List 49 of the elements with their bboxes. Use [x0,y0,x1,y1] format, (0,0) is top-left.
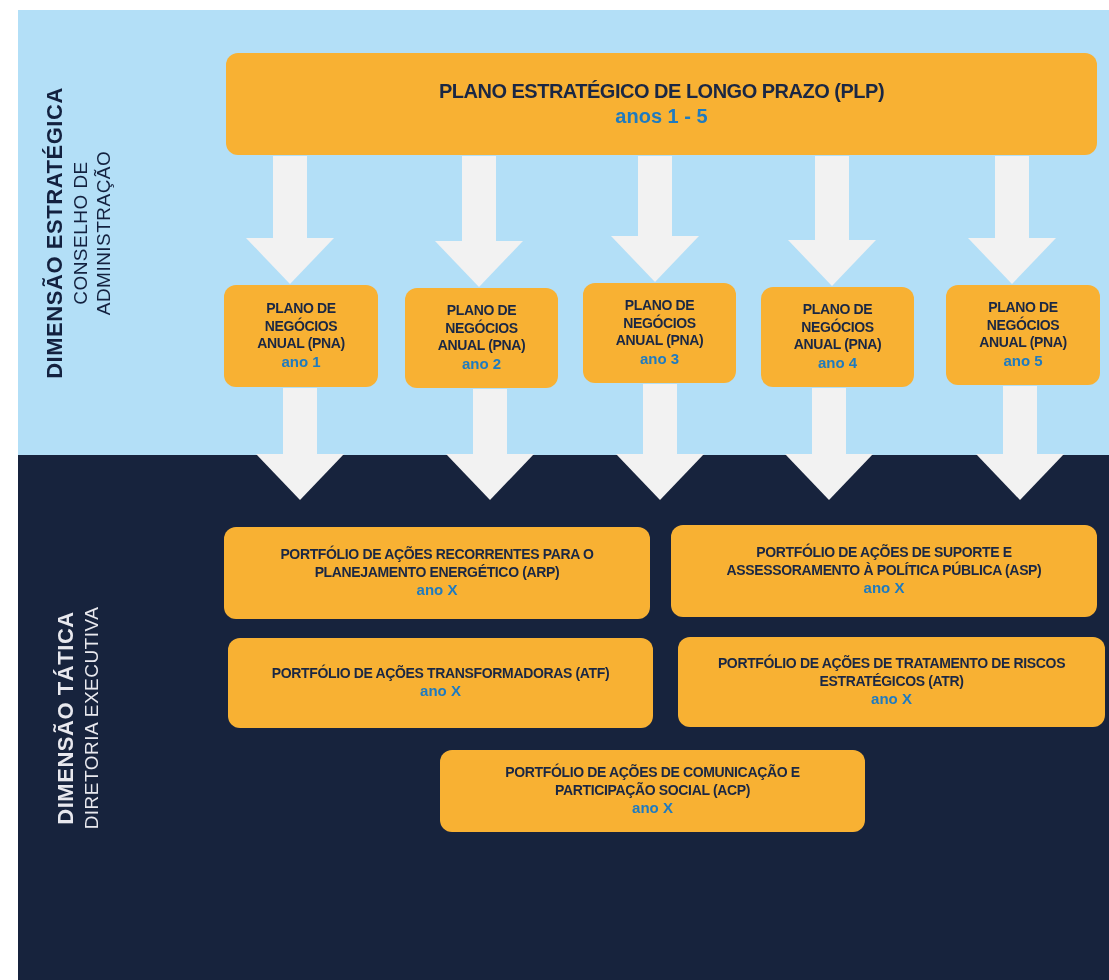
band-background [18,10,1109,455]
year-label: ano 4 [817,353,858,373]
year-label: ano 1 [281,352,321,372]
year-label: ano 5 [1003,351,1043,371]
box-title: PORTFÓLIO DE AÇÕES DE SUPORTE E ASSESSORAMENTO À POLÍTICA PÚBLICA (ASP) [725,544,1043,580]
box-title: PLANO DE NEGÓCIOS ANUAL (PNA) [978,299,1068,352]
process-box [678,637,1105,727]
box-title: PORTFÓLIO DE AÇÕES DE COMUNICAÇÃO E PARTICIPAÇÃO SOCIAL (ACP) [504,764,801,800]
process-box [405,288,558,388]
year-label: ano X [420,682,461,702]
year-label: anos 1 - 5 [615,104,708,129]
process-box [226,53,1097,155]
process-box [224,527,650,619]
year-label: ano X [416,581,458,600]
box-title: PLANO DE NEGÓCIOS ANUAL (PNA) [436,302,527,355]
box-title: PLANO ESTRATÉGICO DE LONGO PRAZO (PLP) [438,79,885,104]
box-title: PORTFÓLIO DE AÇÕES DE TRATAMENTO DE RISCOS ESTRATÉGICOS (ATR) [716,655,1067,691]
box-title: PLANO DE NEGÓCIOS ANUAL (PNA) [614,297,705,350]
block-arrow [788,156,876,286]
year-label: ano X [871,690,912,709]
block-arrow [435,156,523,287]
band-title: DIMENSÃO TÁTICA [52,610,80,825]
process-box [946,285,1100,385]
process-box [440,750,865,832]
process-box [224,285,378,387]
process-box [761,287,914,387]
process-box [228,638,653,728]
block-arrow [611,156,699,282]
process-box [671,525,1097,617]
block-arrow [785,388,873,500]
band-subtitle: CONSELHO DE ADMINISTRAÇÃO [68,149,115,317]
year-label: ano 3 [639,349,680,369]
box-title: PLANO DE NEGÓCIOS ANUAL (PNA) [256,300,346,353]
band-title: DIMENSÃO ESTRATÉGICA [40,86,68,379]
block-arrow [968,156,1056,284]
box-title: PLANO DE NEGÓCIOS ANUAL (PNA) [792,301,883,354]
year-label: ano 2 [461,354,502,374]
band-subtitle: DIRETORIA EXECUTIVA [79,605,103,831]
block-arrow [976,386,1064,500]
year-label: ano X [632,799,673,818]
block-arrow [616,384,704,500]
box-title: PORTFÓLIO DE AÇÕES TRANSFORMADORAS (ATF) [270,664,611,683]
block-arrow [446,389,534,500]
band-background [18,455,1109,980]
year-label: ano X [863,579,905,598]
block-arrow [246,156,334,284]
block-arrow [256,388,344,500]
process-box [583,283,736,383]
box-title: PORTFÓLIO DE AÇÕES RECORRENTES PARA O PLANEJAMENTO ENERGÉTICO (ARP) [279,546,595,582]
